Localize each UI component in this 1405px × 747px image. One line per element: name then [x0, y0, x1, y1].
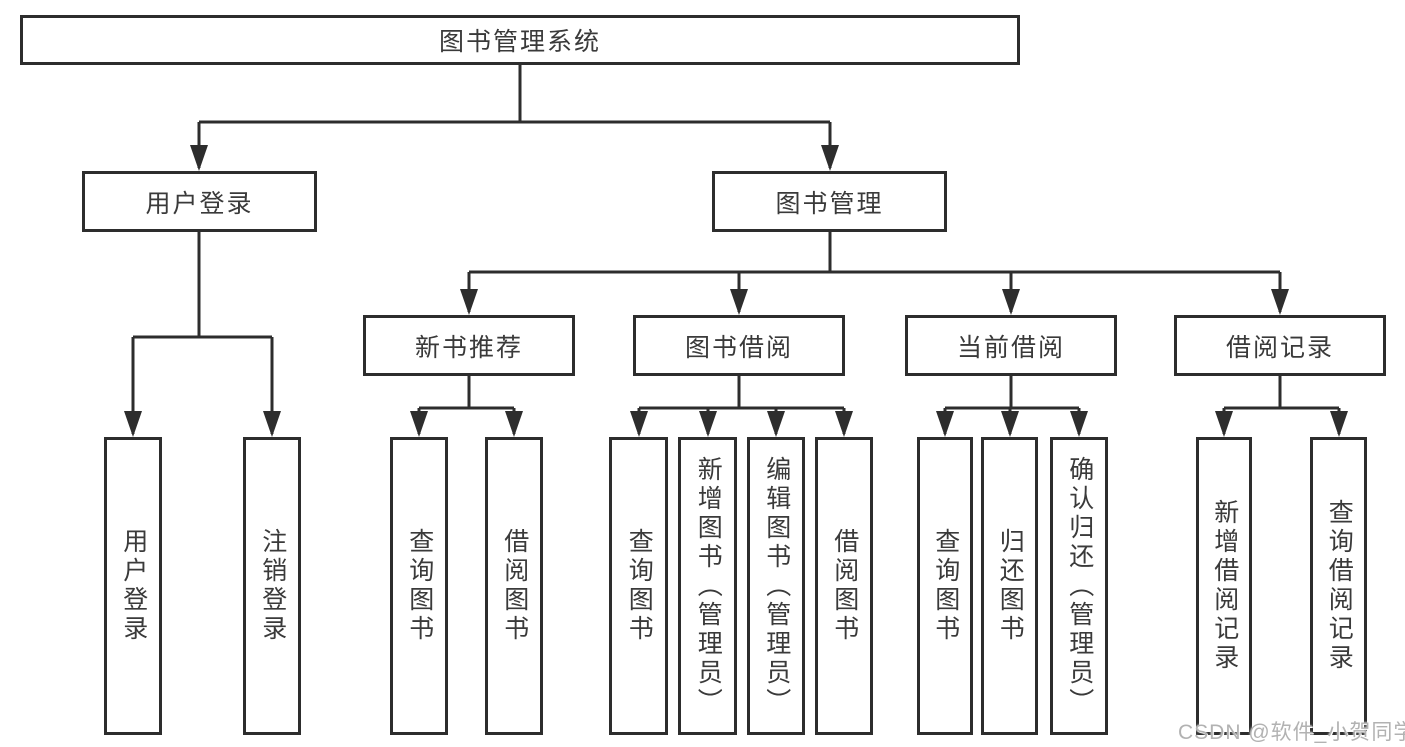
node-new-book-recommend: 新书推荐	[363, 315, 575, 376]
node-current-borrow: 当前借阅	[905, 315, 1117, 376]
leaf-add-borrow-record: 新增借阅记录	[1196, 437, 1252, 735]
leaf-return-books: 归还图书	[981, 437, 1038, 735]
node-book-management: 图书管理	[712, 171, 947, 232]
leaf-label: 查询图书	[405, 528, 434, 644]
leaf-logout: 注销登录	[243, 437, 301, 735]
leaf-label: 编辑图书（管理员）	[762, 455, 791, 717]
leaf-add-books-admin: 新增图书（管理员）	[678, 437, 737, 735]
leaf-borrow-books-1: 借阅图书	[485, 437, 543, 735]
node-user-login: 用户登录	[82, 171, 317, 232]
leaf-label: 注销登录	[258, 528, 287, 644]
leaf-label: 查询图书	[931, 528, 960, 644]
leaf-label: 用户登录	[119, 528, 148, 644]
leaf-label: 借阅图书	[830, 528, 859, 644]
node-book-borrow: 图书借阅	[633, 315, 845, 376]
leaf-borrow-books-2: 借阅图书	[815, 437, 873, 735]
leaf-user-login: 用户登录	[104, 437, 162, 735]
leaf-edit-books-admin: 编辑图书（管理员）	[747, 437, 805, 735]
leaf-query-borrow-record: 查询借阅记录	[1310, 437, 1367, 735]
leaf-label: 新增图书（管理员）	[694, 455, 723, 717]
arrowheads	[124, 145, 1348, 437]
leaf-label: 确认归还（管理员）	[1065, 455, 1094, 717]
node-borrow-records: 借阅记录	[1174, 315, 1386, 376]
leaf-query-books-3: 查询图书	[917, 437, 973, 735]
leaf-confirm-return-admin: 确认归还（管理员）	[1050, 437, 1108, 735]
leaf-label: 归还图书	[996, 528, 1025, 644]
leaf-label: 查询图书	[625, 528, 654, 644]
csdn-watermark: CSDN @软件_小贺同学	[1178, 721, 1405, 744]
leaf-query-books-1: 查询图书	[390, 437, 448, 735]
leaf-label: 查询借阅记录	[1325, 499, 1354, 673]
leaf-label: 新增借阅记录	[1210, 499, 1239, 673]
leaf-query-books-2: 查询图书	[609, 437, 668, 735]
node-root: 图书管理系统	[20, 15, 1020, 65]
leaf-label: 借阅图书	[500, 528, 529, 644]
